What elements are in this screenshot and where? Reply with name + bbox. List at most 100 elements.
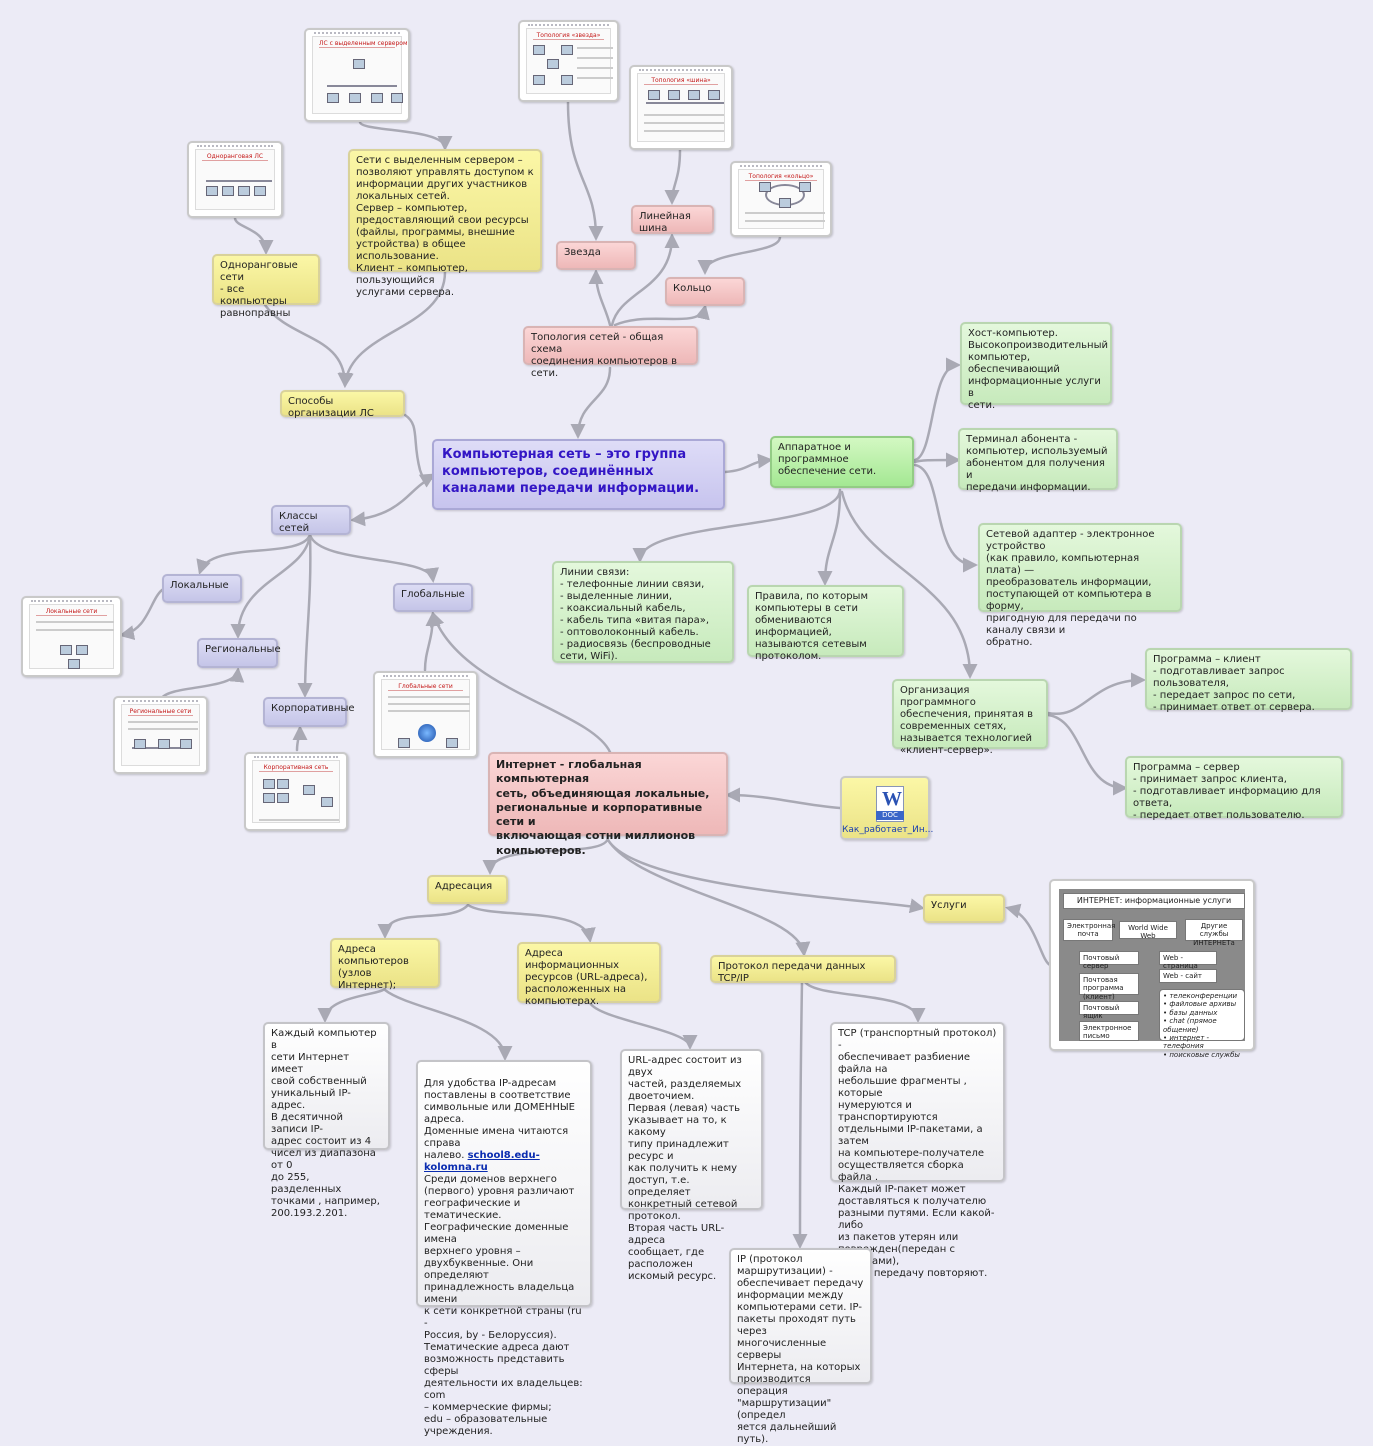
edge-tcpip-ip bbox=[792, 980, 808, 1249]
edge-hardware-lines bbox=[632, 488, 842, 563]
tcp-node[interactable]: TCP (транспортный протокол) - обеспечива… bbox=[830, 1022, 1005, 1279]
global-slide[interactable]: Глобальные сети bbox=[373, 671, 478, 758]
peer-node[interactable]: Одноранговые сети - все компьютеры равно… bbox=[212, 254, 320, 319]
topology-node[interactable]: Топология сетей - общая схема соединения… bbox=[523, 326, 698, 379]
svc-list: • телеконференции • файловые архивы • ба… bbox=[1159, 989, 1245, 1059]
bus-slide[interactable]: Топология «шина» bbox=[629, 65, 733, 150]
svc-webpage: Web - страница bbox=[1159, 951, 1217, 970]
ring-node[interactable]: Кольцо bbox=[665, 277, 745, 306]
corporate-slide[interactable]: Корпоративная сеть bbox=[244, 752, 348, 831]
dns-text-start: Для удобства IP-адресам поставлены в соо… bbox=[424, 1078, 575, 1161]
ip-address-node[interactable]: Каждый компьютер в сети Интернет имеет с… bbox=[263, 1022, 390, 1219]
edge-server-methods bbox=[338, 270, 447, 388]
slide-title: Одноранговая ЛС bbox=[202, 153, 268, 161]
tcpip-node[interactable]: Протокол передачи данных TCP/IP bbox=[710, 955, 896, 984]
edge-internet-services bbox=[606, 838, 925, 914]
slide-title: Топология «звезда» bbox=[533, 32, 604, 40]
dns-text-end: Среди доменов верхнего (первого) уровня … bbox=[424, 1174, 583, 1437]
svc-website: Web - сайт bbox=[1159, 969, 1217, 983]
edge-internet-tcpip bbox=[606, 838, 811, 957]
ip-protocol-node[interactable]: IP (протокол маршрутизации) - обеспечива… bbox=[729, 1248, 872, 1445]
client-node[interactable]: Программа – клиент - подготавливает запр… bbox=[1145, 648, 1352, 713]
edge-comp-ip bbox=[317, 986, 387, 1023]
star-slide[interactable]: Топология «звезда» bbox=[518, 20, 619, 102]
local-node[interactable]: Локальные bbox=[162, 574, 242, 603]
edge-classes-regional bbox=[230, 533, 312, 639]
edge-doc-internet bbox=[725, 787, 842, 810]
edge-classes-global bbox=[308, 533, 439, 583]
edge-internet-global bbox=[429, 611, 612, 754]
edge-cs-server bbox=[1046, 713, 1128, 796]
edge-methods-main bbox=[403, 413, 436, 488]
svc-other: Другие службы ИНТЕРНЕТа bbox=[1185, 919, 1243, 947]
edge-cs-client bbox=[1046, 672, 1146, 716]
edge-classes-corporate bbox=[297, 533, 313, 698]
edge-internet-addressing bbox=[482, 836, 610, 875]
server-node[interactable]: Сети с выделенным сервером – позволяют у… bbox=[348, 149, 542, 298]
terminal-node[interactable]: Терминал абонента - компьютер, используе… bbox=[958, 428, 1118, 493]
addressing-node[interactable]: Адресация bbox=[427, 875, 508, 904]
domain-link[interactable]: school8.edu-kolomna.ru bbox=[424, 1150, 540, 1173]
globe-icon bbox=[418, 724, 436, 742]
edge-res-url bbox=[588, 1001, 698, 1050]
url-node[interactable]: URL-адрес состоит из двух частей, раздел… bbox=[620, 1049, 763, 1282]
edge-thumb-regional bbox=[160, 667, 245, 700]
edge-thumb-peer bbox=[233, 216, 274, 255]
classes-node[interactable]: Классы сетей bbox=[271, 505, 351, 535]
edge-main-classes bbox=[350, 476, 435, 527]
peer-slide[interactable]: Одноранговая ЛС bbox=[187, 141, 283, 218]
edge-addressing-comp bbox=[377, 903, 470, 939]
svc-www: World Wide Web bbox=[1119, 921, 1177, 940]
edge-main-hardware bbox=[723, 453, 773, 474]
edge-thumb-ring bbox=[697, 235, 782, 275]
edge-topology-ring bbox=[613, 304, 710, 327]
hardware-node[interactable]: Аппаратное и программное обеспечение сет… bbox=[770, 436, 914, 488]
slide-title: Региональные сети bbox=[128, 708, 193, 716]
adapter-node[interactable]: Сетевой адаптер - электронное устройство… bbox=[978, 523, 1182, 648]
ring-slide[interactable]: Топология «кольцо» bbox=[730, 161, 832, 237]
ls-server-slide[interactable]: ЛС с выделенным сервером bbox=[304, 28, 410, 122]
word-letter: W bbox=[882, 788, 902, 810]
services-node[interactable]: Услуги bbox=[923, 894, 1005, 923]
slide-title: Топология «кольцо» bbox=[745, 173, 817, 181]
edge-hardware-clientserver bbox=[840, 490, 978, 679]
corporate-node[interactable]: Корпоративные bbox=[263, 697, 355, 727]
regional-node[interactable]: Региональные bbox=[197, 638, 281, 668]
global-node[interactable]: Глобальные bbox=[393, 583, 473, 612]
slide-title: Корпоративная сеть bbox=[259, 764, 333, 772]
regional-slide[interactable]: Региональные сети bbox=[113, 696, 208, 774]
edge-thumb-star bbox=[566, 100, 604, 241]
methods-node[interactable]: Способы организации ЛС bbox=[280, 390, 405, 419]
svc-letter: Электронное письмо bbox=[1079, 1021, 1139, 1041]
edge-thumb-global bbox=[423, 611, 441, 672]
svc-mailserver: Почтовый сервер bbox=[1079, 951, 1139, 970]
doc-caption[interactable]: Как_работает_Ин... bbox=[842, 825, 934, 835]
addr-res-node[interactable]: Адреса информационных ресурсов (URL-адре… bbox=[517, 942, 661, 1007]
edge-addressing-res bbox=[466, 903, 596, 943]
edge-hardware-protocols bbox=[817, 490, 842, 586]
edge-peer-methods bbox=[263, 303, 353, 388]
internet-node[interactable]: Интернет - глобальная компьютерная сеть,… bbox=[488, 752, 728, 857]
edge-topology-star bbox=[588, 269, 612, 327]
dns-node[interactable]: Для удобства IP-адресам поставлены в соо… bbox=[416, 1060, 592, 1437]
svc-mailclient: Почтовая программа (клиент) bbox=[1079, 973, 1139, 1001]
central-node[interactable]: Компьютерная сеть – это группа компьютер… bbox=[432, 439, 725, 510]
edge-local-thumb bbox=[119, 588, 164, 641]
edge-svcdiagram-services bbox=[1005, 903, 1052, 967]
addr-comp-node[interactable]: Адреса компьютеров (узлов Интернет); bbox=[330, 938, 440, 991]
edge-hardware-terminal bbox=[913, 452, 961, 468]
server-program-node[interactable]: Программа – сервер - принимает запрос кл… bbox=[1125, 756, 1343, 821]
svc-email: Электронная почта bbox=[1063, 919, 1115, 941]
lines-node[interactable]: Линии связи: - телефонные линии связи, -… bbox=[552, 561, 734, 663]
edge-thumb-bus bbox=[664, 148, 682, 205]
star-node[interactable]: Звезда bbox=[556, 241, 636, 270]
host-node[interactable]: Хост-компьютер. Высокопроизводительный к… bbox=[960, 322, 1112, 411]
protocols-node[interactable]: Правила, по которым компьютеры в сети об… bbox=[747, 585, 904, 662]
services-diagram[interactable]: ИНТЕРНЕТ: информационные услуги Электрон… bbox=[1049, 879, 1255, 1059]
doc-attachment[interactable]: W DOC Как_работает_Ин... bbox=[840, 776, 934, 840]
bus-node[interactable]: Линейная шина bbox=[631, 205, 714, 234]
clientserver-node[interactable]: Организация программного обеспечения, пр… bbox=[892, 679, 1048, 756]
edge-hardware-adapter bbox=[913, 463, 978, 573]
slide-title: ЛС с выделенным сервером bbox=[319, 40, 408, 48]
local-slide[interactable]: Локальные сети bbox=[21, 596, 122, 677]
